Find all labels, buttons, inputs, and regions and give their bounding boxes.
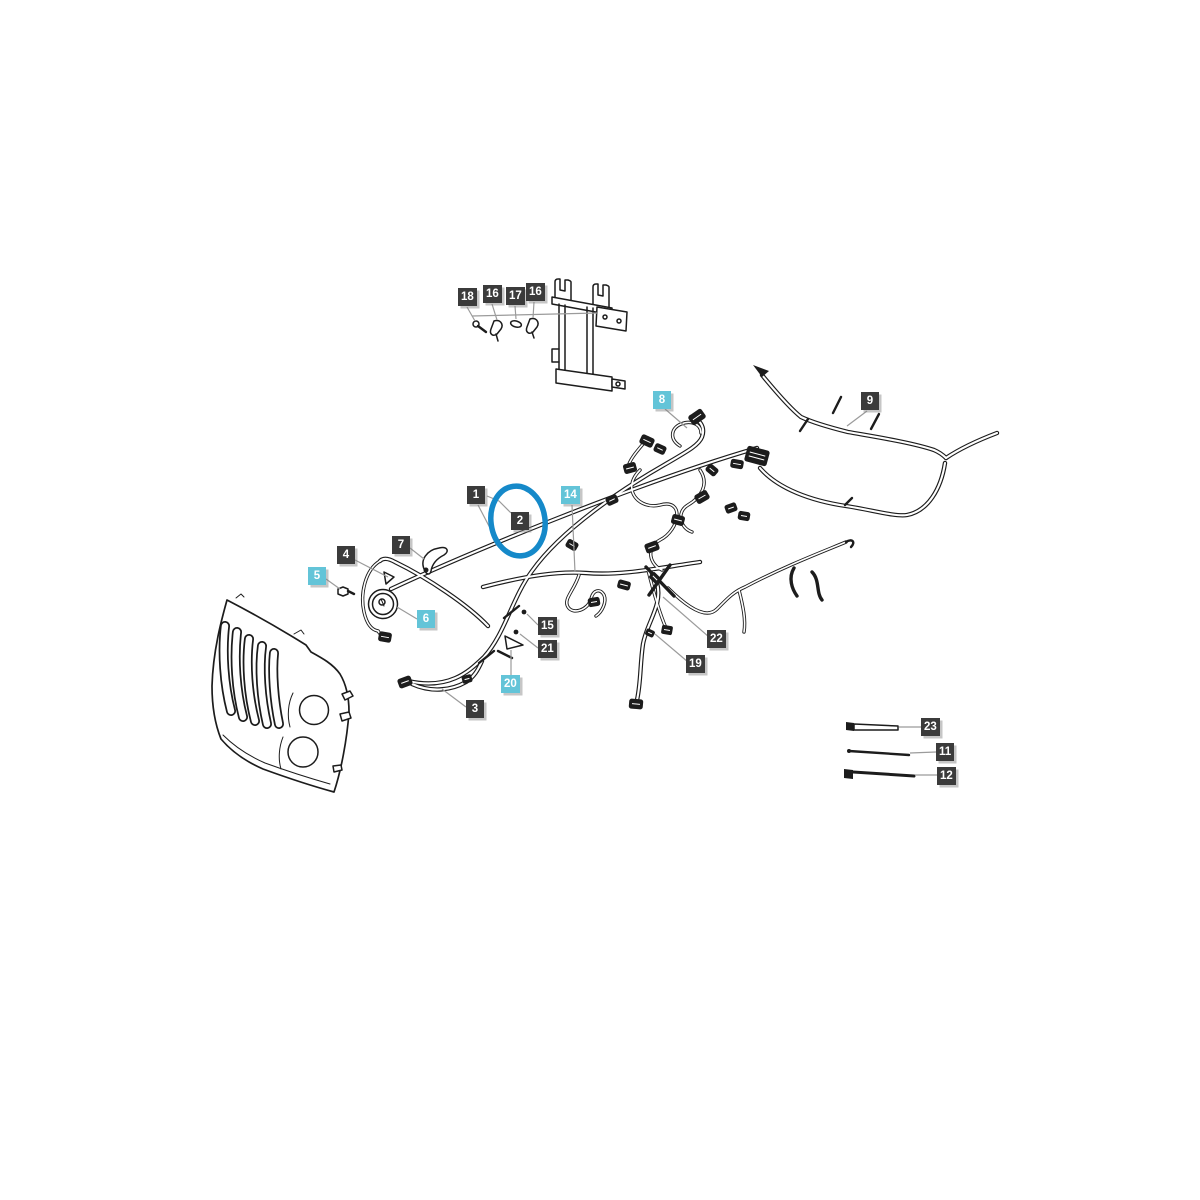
part-label-5[interactable]: 5 <box>308 567 326 585</box>
part-label-23[interactable]: 23 <box>921 718 940 736</box>
leader-line-9 <box>846 410 868 427</box>
leader-line-19 <box>654 633 689 663</box>
part-label-15[interactable]: 15 <box>538 617 557 635</box>
small-clip-parts <box>471 312 598 342</box>
part-label-21[interactable]: 21 <box>538 640 557 658</box>
part-label-4[interactable]: 4 <box>337 546 355 564</box>
leader-line-4 <box>354 559 389 578</box>
part-label-7[interactable]: 7 <box>392 536 410 554</box>
harness-artwork <box>360 365 997 710</box>
part-label-16[interactable]: 16 <box>526 283 545 301</box>
leader-line-7 <box>409 547 425 560</box>
part-label-14[interactable]: 14 <box>561 486 580 504</box>
leader-line-21 <box>519 633 539 649</box>
part-label-18[interactable]: 18 <box>458 288 477 306</box>
grille-artwork <box>211 593 354 793</box>
leader-line-14 <box>571 504 576 573</box>
part-label-16[interactable]: 16 <box>483 285 502 303</box>
leader-line-16 <box>532 301 535 319</box>
leader-line-5 <box>325 578 341 590</box>
bracket-artwork <box>551 278 628 392</box>
leader-line-17 <box>514 305 517 320</box>
leader-line-18 <box>466 306 476 322</box>
part-label-8[interactable]: 8 <box>653 391 671 409</box>
leader-line-15 <box>526 613 539 626</box>
horn-artwork <box>367 571 399 620</box>
part-label-12[interactable]: 12 <box>937 767 956 785</box>
leader-line-11 <box>909 751 937 754</box>
bolt-part-5 <box>337 586 356 597</box>
leader-line-6 <box>396 606 418 620</box>
leader-line-2 <box>486 495 512 514</box>
part-label-6[interactable]: 6 <box>417 610 435 628</box>
part-label-2[interactable]: 2 <box>511 512 529 530</box>
part-label-1[interactable]: 1 <box>467 486 485 504</box>
latch-part-7 <box>422 546 448 575</box>
part-label-3[interactable]: 3 <box>466 700 484 718</box>
part-label-20[interactable]: 20 <box>501 675 520 693</box>
part-label-17[interactable]: 17 <box>506 287 525 305</box>
leader-line-16 <box>491 303 498 321</box>
part-label-11[interactable]: 11 <box>936 743 955 761</box>
leader-line-8 <box>664 408 688 429</box>
leader-line-22 <box>662 596 710 638</box>
leader-line-3 <box>441 688 467 708</box>
part-label-19[interactable]: 19 <box>686 655 705 673</box>
part-label-22[interactable]: 22 <box>707 630 726 648</box>
part-label-9[interactable]: 9 <box>861 392 879 410</box>
highlight-circle <box>488 483 548 559</box>
fastener-parts <box>844 722 916 779</box>
